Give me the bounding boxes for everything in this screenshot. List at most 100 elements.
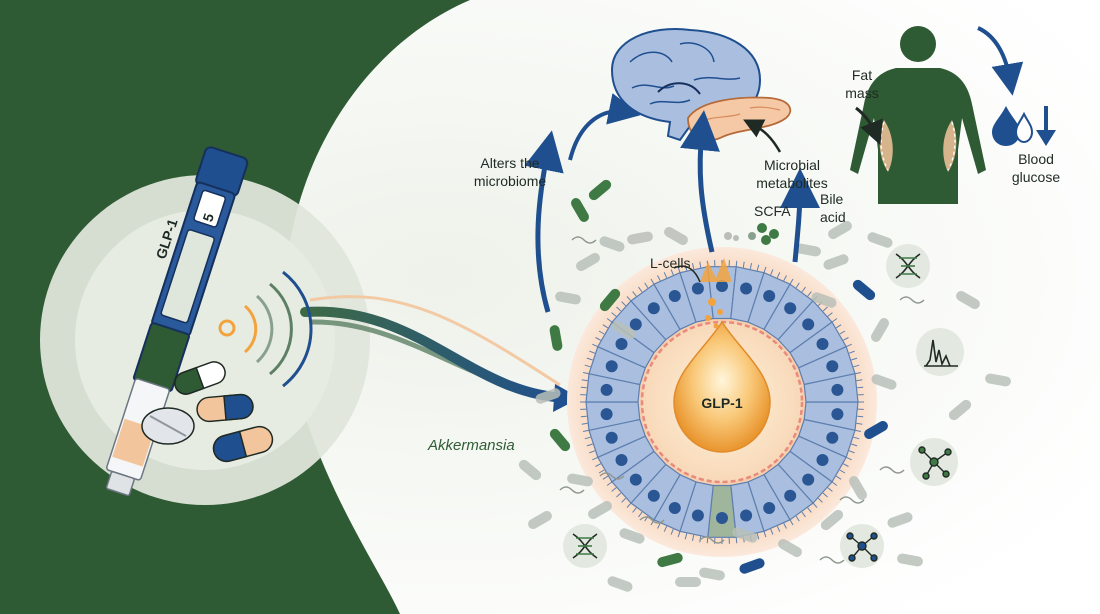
bacterium: [732, 527, 758, 543]
dna-badge-lower: [563, 524, 607, 568]
scfa-label: SCFA: [754, 203, 791, 219]
microvillus: [606, 481, 613, 486]
microvillus: [670, 269, 674, 276]
microvillus: [589, 350, 596, 354]
microvillus: [776, 525, 781, 532]
microvillus: [776, 272, 781, 279]
microvillus: [632, 291, 637, 297]
microvillus: [621, 497, 627, 503]
microvillus: [650, 278, 655, 285]
microvillus: [845, 456, 852, 461]
microvillus: [606, 318, 613, 323]
cell-nucleus: [784, 302, 797, 315]
bacterium: [549, 325, 563, 351]
bacterium: [948, 399, 972, 421]
microvillus: [611, 487, 617, 492]
bacterium: [535, 388, 561, 404]
akkermansia-label: Akkermansia: [427, 437, 515, 454]
cell-nucleus: [802, 473, 815, 486]
microvillus: [621, 301, 627, 307]
cell-nucleus: [605, 360, 618, 373]
blood-line2: glucose: [1012, 169, 1060, 185]
microvillus: [851, 357, 858, 361]
microvillus: [853, 436, 860, 440]
arrow-lcells-up: [680, 110, 720, 253]
cell-nucleus: [716, 280, 728, 292]
cell-nucleus: [668, 290, 681, 302]
microvillus: [735, 537, 738, 544]
microvillus: [595, 337, 602, 341]
bile-line1: Bile: [820, 191, 844, 207]
spectrum-badge: [916, 328, 964, 376]
microvillus: [626, 296, 632, 302]
arrow-bile-up: [779, 168, 820, 263]
bacterium: [823, 254, 849, 270]
microvillus: [611, 312, 617, 317]
microvillus: [827, 312, 833, 317]
microvillus: [742, 261, 745, 268]
flagellum: [819, 556, 845, 564]
cell-nucleus: [600, 408, 613, 421]
bacterium: [664, 227, 688, 245]
cell-nucleus: [816, 338, 829, 350]
microvillus: [789, 278, 794, 285]
bacterium: [897, 553, 923, 567]
microvillus: [783, 522, 787, 529]
microvillus: [822, 492, 828, 498]
bacterium: [549, 428, 571, 452]
microvillus: [592, 343, 599, 348]
microvillus: [580, 386, 587, 389]
flagellum: [571, 236, 597, 244]
microvillus: [853, 364, 860, 368]
cell-nucleus: [763, 290, 776, 302]
cell-nucleus: [826, 360, 839, 373]
bacterium: [871, 318, 889, 342]
microvillus: [626, 502, 632, 508]
bacterium: [739, 558, 765, 574]
microvillus: [856, 422, 863, 425]
microvillus: [586, 357, 593, 361]
blood-drop-icon: [992, 106, 1034, 146]
cell-nucleus: [647, 302, 660, 315]
microvillus: [848, 450, 855, 454]
microvillus: [735, 260, 738, 267]
microvillus: [857, 415, 864, 418]
cell-nucleus: [600, 383, 613, 396]
microvillus: [692, 263, 695, 270]
microvillus: [684, 264, 688, 271]
microvillus: [749, 263, 752, 270]
bacterium: [699, 567, 725, 581]
microvillus: [584, 436, 591, 440]
microvillus: [677, 266, 681, 273]
microvillus: [598, 469, 605, 474]
microvillus: [801, 511, 806, 518]
flagellum: [899, 296, 925, 304]
molecule-network-icon: [918, 446, 952, 480]
microbial-line2: metabolites: [756, 175, 828, 191]
microvillus: [684, 533, 688, 540]
spectrum-chart-icon: [924, 339, 958, 367]
cell-nucleus: [615, 338, 628, 350]
bacterium: [588, 501, 612, 519]
bacterium: [887, 512, 913, 528]
microvillus: [616, 492, 622, 498]
microvillus: [586, 443, 593, 447]
bacterium: [528, 511, 552, 529]
cell-nucleus: [784, 489, 797, 502]
microvillus: [616, 306, 622, 312]
bacterium: [555, 291, 581, 305]
arrows: [524, 26, 1024, 313]
microvillus: [657, 275, 661, 282]
cell-nucleus: [763, 502, 776, 514]
bacterium: [607, 576, 633, 592]
microvillus: [839, 469, 846, 474]
flow-curves: [300, 295, 580, 412]
human-body-icon: [850, 26, 986, 204]
bacterium: [627, 231, 653, 245]
dna-badge: [886, 244, 930, 288]
l-cell-secretion: [700, 258, 732, 329]
arrow-to-brain: [568, 93, 641, 161]
cell-nucleus: [816, 454, 829, 466]
cell-nucleus: [831, 383, 844, 396]
cell-nucleus: [826, 431, 839, 444]
